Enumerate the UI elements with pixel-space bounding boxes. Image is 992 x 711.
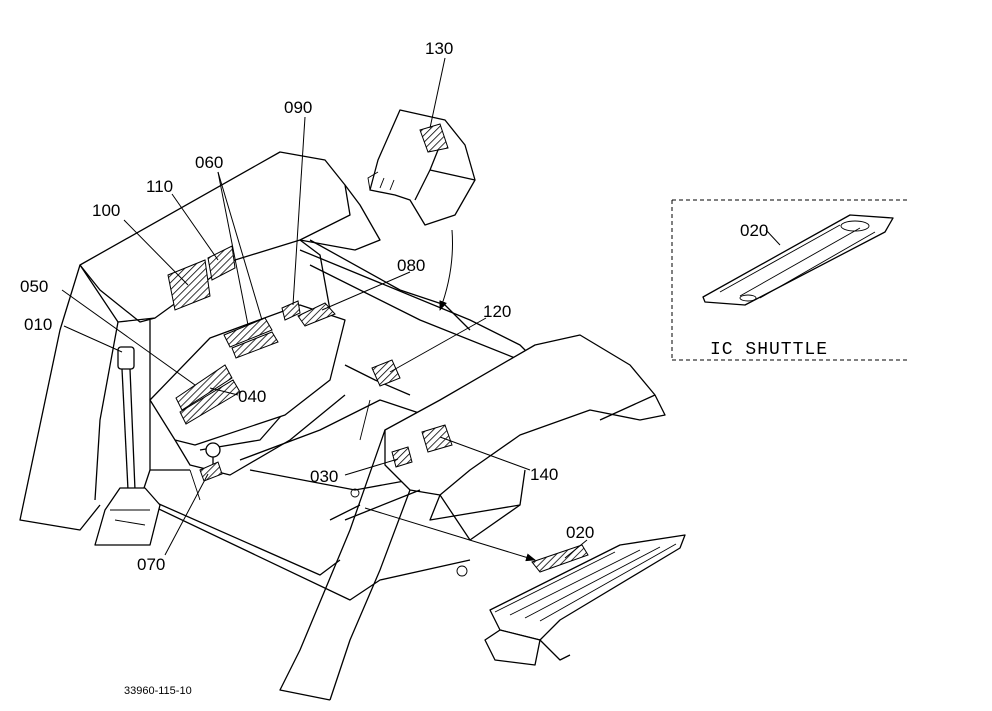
callout-020: 020 bbox=[566, 523, 594, 542]
step-plate bbox=[484, 534, 686, 666]
callout-140: 140 bbox=[530, 465, 558, 484]
callout-040: 040 bbox=[238, 387, 266, 406]
decal-100 bbox=[167, 259, 211, 311]
decal-110 bbox=[207, 245, 236, 281]
floor-frame bbox=[139, 249, 536, 601]
decal-040 bbox=[179, 379, 241, 425]
callout-130: 130 bbox=[425, 39, 453, 58]
decal-140 bbox=[421, 424, 453, 453]
decal-120 bbox=[371, 359, 401, 387]
decal-labels bbox=[167, 123, 589, 573]
inset-title: IC SHUTTLE bbox=[710, 340, 828, 360]
callout-labels: 130 090 060 110 100 080 050 010 120 040 … bbox=[20, 39, 594, 574]
callout-080: 080 bbox=[397, 256, 425, 275]
decal-050 bbox=[175, 364, 233, 411]
assembly-arrows bbox=[364, 229, 536, 562]
inset-callout-020: 020 bbox=[740, 221, 768, 240]
callout-110: 110 bbox=[146, 177, 173, 196]
callout-010: 010 bbox=[24, 315, 52, 334]
callout-090: 090 bbox=[284, 98, 312, 117]
knob bbox=[205, 442, 221, 465]
decal-030 bbox=[391, 446, 413, 468]
inset-step-plate bbox=[702, 214, 894, 306]
figure-number: 33960-115-10 bbox=[124, 685, 192, 697]
shift-lever bbox=[94, 346, 161, 546]
decal-130 bbox=[419, 123, 449, 153]
callout-120: 120 bbox=[483, 302, 511, 321]
callout-100: 100 bbox=[92, 201, 120, 220]
callout-050: 050 bbox=[20, 277, 48, 296]
decal-020 bbox=[531, 544, 589, 573]
leader-lines bbox=[61, 57, 781, 559]
callout-060: 060 bbox=[195, 153, 223, 172]
callout-030: 030 bbox=[310, 467, 338, 486]
right-fender bbox=[279, 334, 666, 701]
top-cover bbox=[367, 109, 476, 226]
decal-060a bbox=[223, 317, 273, 348]
ic-shuttle-inset: 020 IC SHUTTLE bbox=[671, 199, 908, 361]
decal-070 bbox=[199, 461, 223, 482]
callout-070: 070 bbox=[137, 555, 165, 574]
decal-060b bbox=[231, 331, 279, 359]
